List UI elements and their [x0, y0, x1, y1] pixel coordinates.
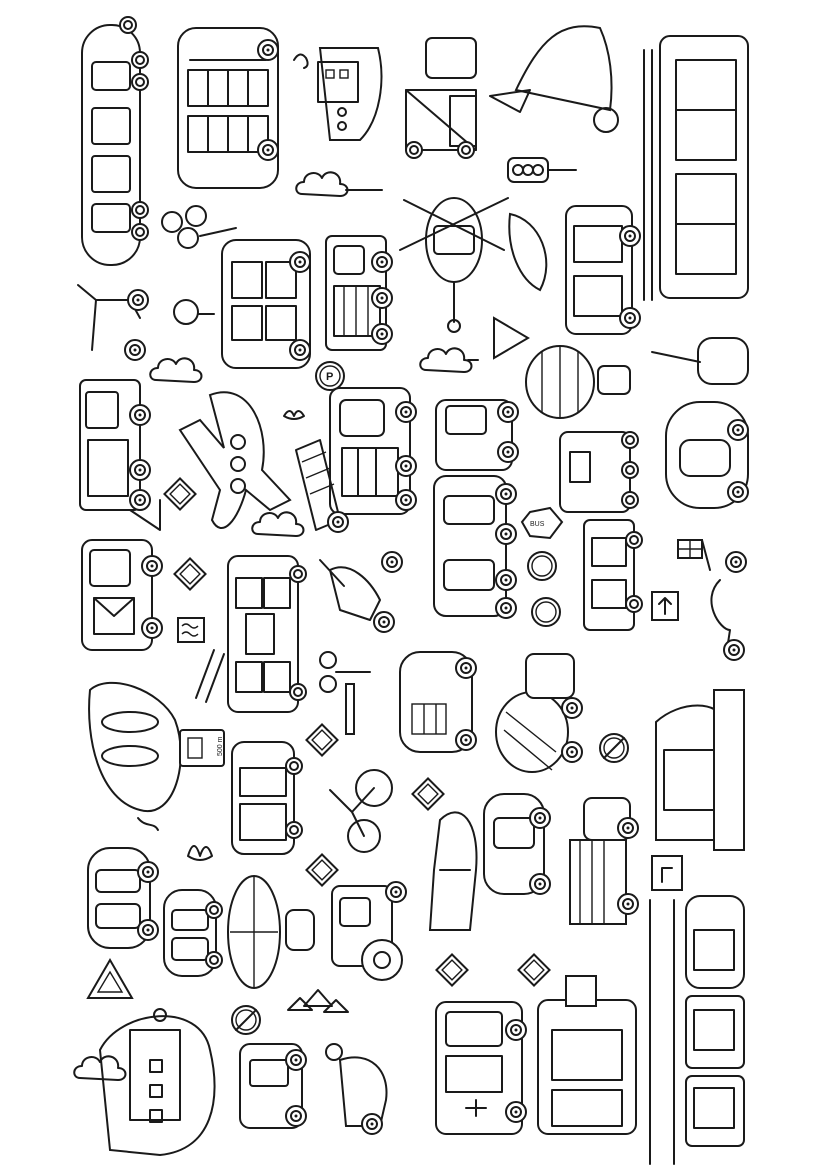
crossing-sign — [173, 557, 207, 591]
train-cars — [685, 895, 745, 1147]
warning-sign — [305, 723, 339, 757]
traffic-light — [507, 157, 577, 183]
hatchback — [483, 793, 551, 895]
bicycle — [329, 769, 393, 853]
cloud-tree — [295, 171, 383, 197]
limousine — [81, 16, 149, 266]
bush-3 — [419, 347, 479, 373]
dump-truck — [325, 235, 393, 351]
kick-scooter — [710, 551, 747, 661]
pedestrian-sign — [163, 477, 197, 511]
road-sign-triangle — [86, 958, 134, 999]
roundabout-sign — [531, 597, 561, 627]
traffic-light-sign — [435, 953, 469, 987]
beetle-car — [665, 401, 749, 509]
passenger-wagon — [583, 519, 643, 631]
ferry-boat — [293, 47, 383, 141]
parking-label: P — [326, 371, 333, 383]
scooter — [77, 284, 149, 361]
steam-train — [559, 431, 639, 513]
box-truck — [569, 797, 639, 925]
pine-trees — [287, 989, 349, 1013]
car-sign — [411, 777, 445, 811]
ambulance — [435, 1001, 527, 1135]
bush — [149, 357, 203, 383]
distance-sign: 500 m — [179, 729, 225, 767]
city-bus — [565, 205, 641, 335]
yield-sign — [493, 316, 530, 360]
hot-air-balloon — [525, 345, 631, 419]
helicopter — [399, 197, 509, 333]
racing-car — [428, 811, 478, 931]
distance-label: 500 m — [217, 736, 224, 756]
bus-top-view — [221, 239, 311, 369]
direction-sign — [651, 855, 683, 891]
bus-stop-sign: BUS — [520, 506, 564, 540]
railway-tracks — [649, 899, 675, 1165]
speedboat — [88, 681, 182, 831]
scooter-vespa — [325, 1043, 388, 1135]
pickup-truck — [433, 475, 517, 619]
stop-sign — [527, 551, 557, 581]
motorcycle — [319, 551, 403, 633]
zeppelin — [227, 875, 315, 989]
lollipop-tree — [173, 299, 215, 325]
cruise-ship — [73, 1008, 216, 1157]
fire-truck — [295, 387, 417, 533]
shrub — [187, 845, 213, 861]
water-sign — [177, 617, 205, 643]
bush-2 — [251, 511, 305, 537]
bike-sign — [305, 853, 339, 887]
crane-truck — [405, 37, 477, 159]
no-entry-sign — [231, 1005, 261, 1035]
bus-stop-label: BUS — [530, 521, 545, 528]
airplane — [178, 391, 292, 529]
garbage-truck — [79, 379, 161, 531]
tram — [195, 555, 307, 713]
tall-tram — [643, 35, 749, 301]
concrete-mixer — [495, 653, 583, 773]
parking-sign: P — [315, 361, 345, 391]
small-car-left — [87, 847, 159, 949]
gas-station — [537, 975, 637, 1135]
passenger-bus — [231, 741, 303, 855]
railway-crossing — [319, 651, 371, 735]
checkered-flag — [677, 539, 711, 571]
small-car-2 — [163, 889, 223, 977]
cable-car — [651, 337, 749, 385]
arrow-sign — [651, 591, 679, 621]
cycle-sign — [517, 953, 551, 987]
tree-cluster — [161, 205, 237, 249]
sailboat — [489, 25, 619, 133]
train-station — [655, 689, 745, 851]
double-decker-bus — [177, 27, 279, 189]
no-parking-sign — [599, 733, 629, 763]
kayak — [508, 212, 548, 292]
monster-truck — [331, 881, 407, 981]
van-side — [435, 399, 519, 471]
lotus — [283, 410, 305, 420]
delivery-van — [81, 539, 163, 651]
taxi — [399, 651, 477, 753]
jeep — [239, 1043, 307, 1129]
